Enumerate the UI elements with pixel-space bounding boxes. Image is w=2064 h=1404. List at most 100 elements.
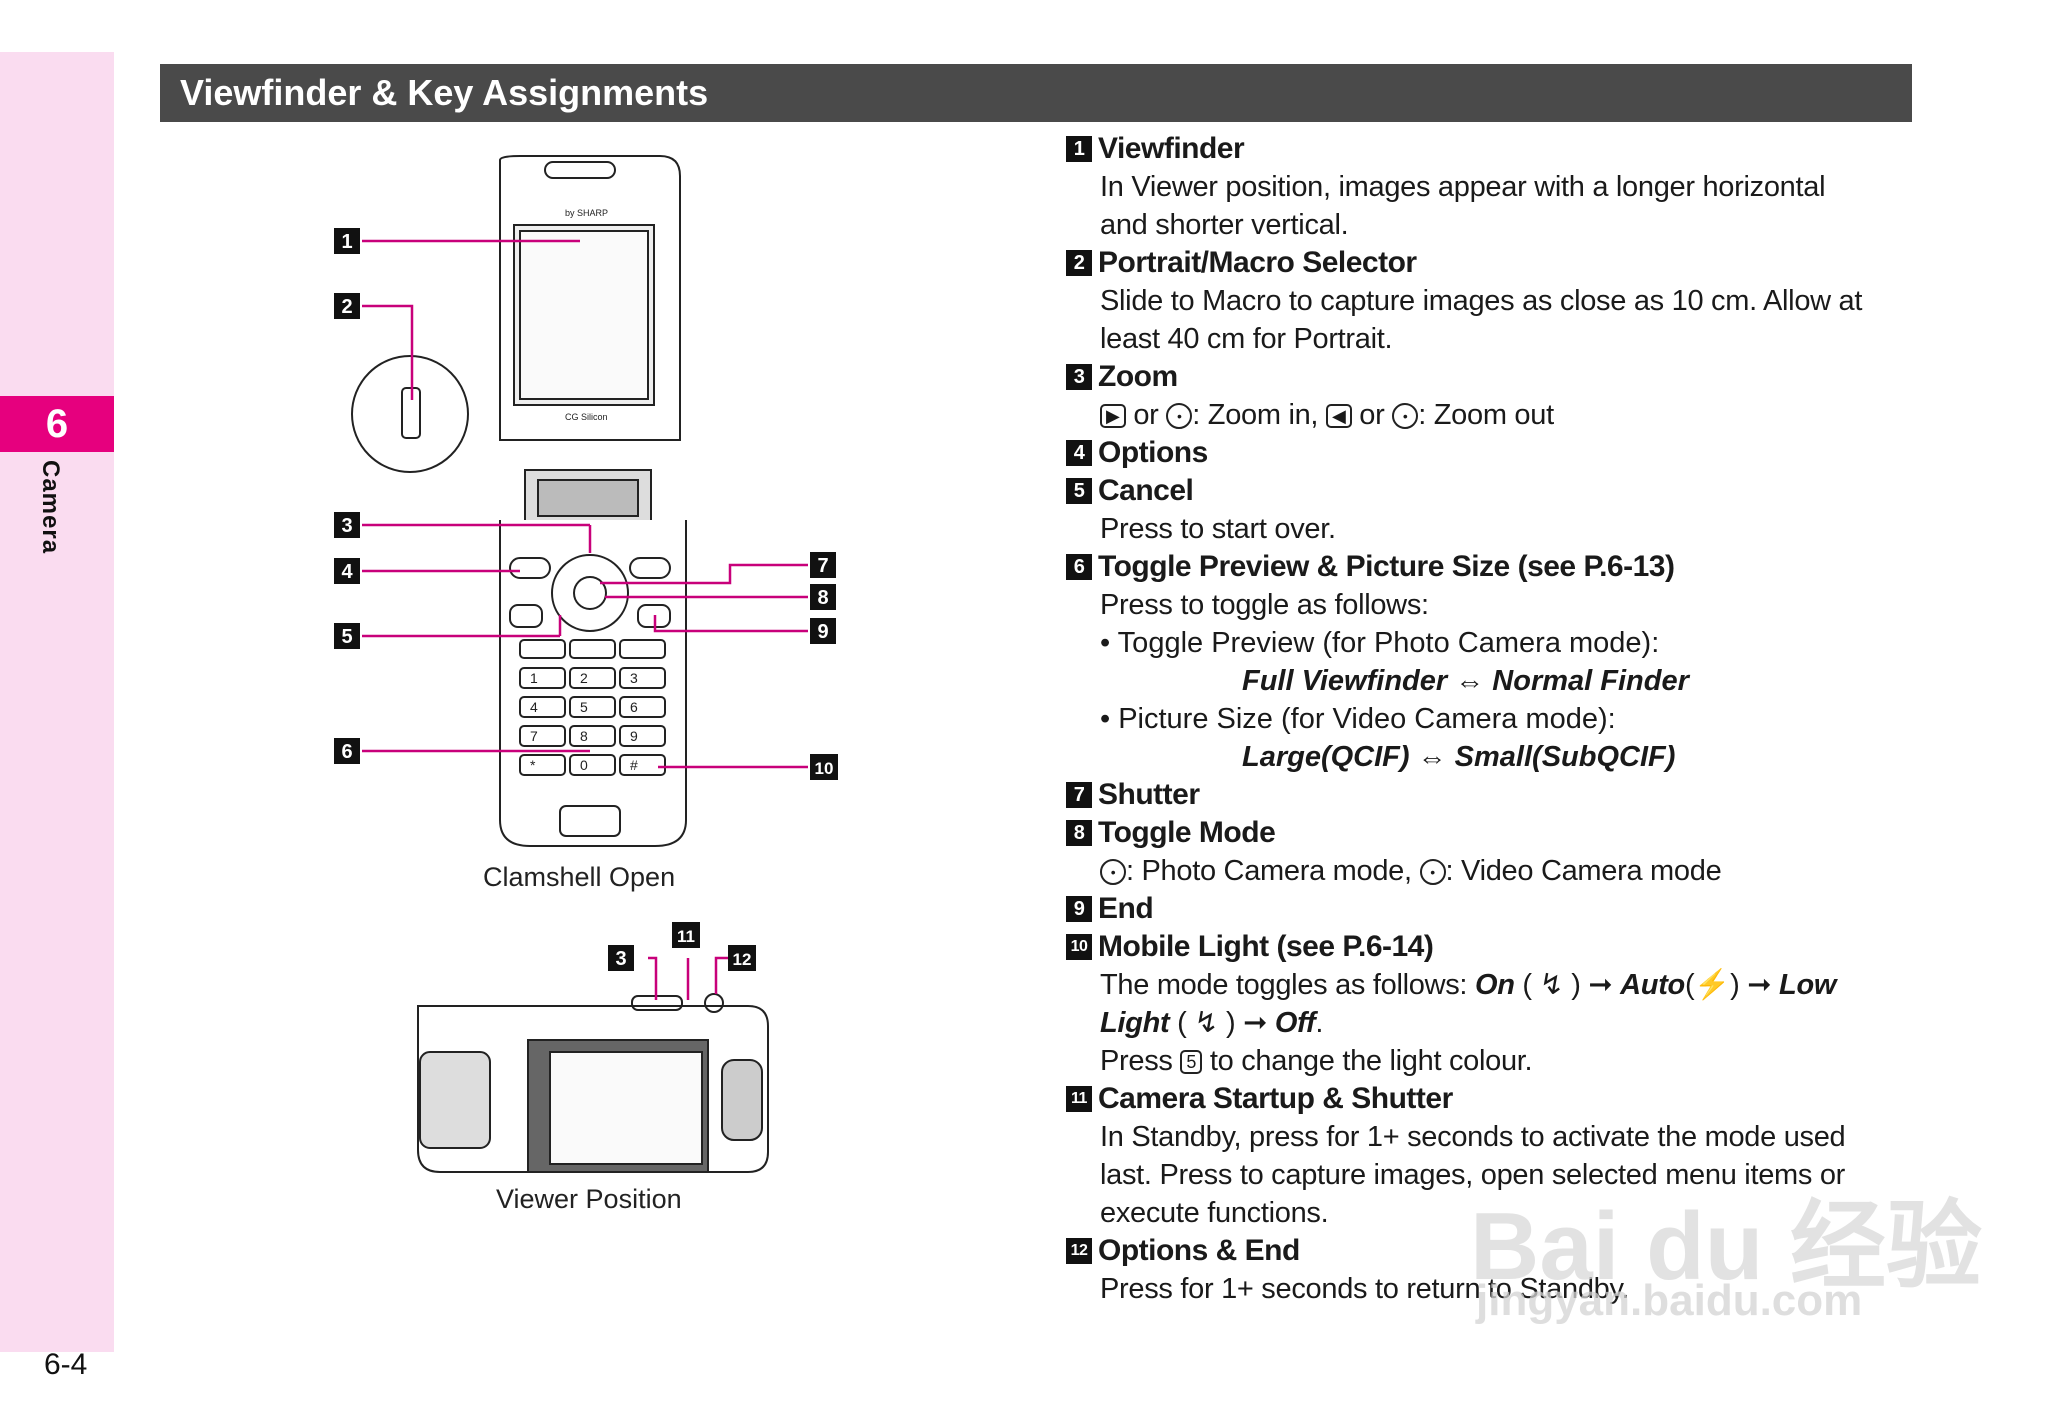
light-colour-desc: Press 5 to change the light colour. (1066, 1042, 1926, 1080)
callout-1-label: 1 (341, 231, 352, 253)
left-key-icon: ◀ (1325, 404, 1352, 429)
phone-key-hash: # (630, 757, 638, 773)
phone-key-1: 1 (530, 670, 538, 686)
item-number: 6 (1066, 554, 1092, 580)
callout-10: 10 (810, 754, 838, 780)
callout-markers: 1 2 3 4 5 6 7 8 9 10 3 11 12 (334, 228, 838, 971)
item-desc: Slide to Macro to capture images as clos… (1100, 285, 1863, 317)
photo-mode-text: : Photo Camera mode, (1126, 855, 1412, 887)
callout-2: 2 (334, 293, 360, 319)
callout-3-viewer-label: 3 (615, 948, 626, 970)
item-title: Options (1098, 436, 1208, 469)
item-desc: execute functions. (1100, 1197, 1329, 1229)
toggle-preview-options: Full Viewfinder ⇔ Normal Finder (1242, 665, 1689, 697)
phone-key-4: 4 (530, 699, 538, 715)
item-title: Toggle Mode (1098, 816, 1276, 849)
clamshell-phone-illustration (351, 155, 687, 847)
item-number: 7 (1066, 782, 1092, 808)
callout-3: 3 (334, 512, 360, 538)
item-title: Shutter (1098, 778, 1200, 811)
item-number: 4 (1066, 440, 1092, 466)
item-desc: Press to toggle as follows: (1100, 589, 1429, 621)
item-number: 5 (1066, 478, 1092, 504)
light-press: Press (1100, 1045, 1173, 1077)
zoom-or-1: or (1133, 399, 1159, 431)
page-number: 6-4 (44, 1348, 88, 1381)
callout-9-label: 9 (817, 621, 828, 643)
callout-4-label: 4 (341, 561, 353, 583)
item-title: Zoom (1098, 360, 1178, 393)
page-title: Viewfinder & Key Assignments (160, 64, 1912, 122)
callout-11-label: 11 (677, 927, 695, 946)
item-number: 11 (1066, 1086, 1092, 1112)
callout-3-label: 3 (341, 515, 352, 537)
callout-7-label: 7 (817, 555, 828, 577)
zoom-out-text: : Zoom out (1418, 399, 1554, 431)
callout-12: 12 (728, 945, 756, 971)
item-desc: Press for 1+ seconds to return to Standb… (1100, 1273, 1630, 1305)
item-desc: Press to start over. (1100, 513, 1336, 545)
phone-key-8: 8 (580, 728, 588, 744)
item-desc: least 40 cm for Portrait. (1100, 323, 1393, 355)
light-toggle-desc: The mode toggles as follows: On ( ↯ ) ➞ … (1100, 969, 1837, 1001)
caption-viewer-position: Viewer Position (496, 1184, 682, 1214)
light-on-icon: ↯ (1539, 969, 1564, 1001)
caption-clamshell-open: Clamshell Open (483, 862, 676, 892)
item-title: Viewfinder (1098, 132, 1245, 165)
picture-size-options: Large(QCIF) ⇔ Small(SubQCIF) (1242, 741, 1676, 773)
item-number: 10 (1066, 934, 1092, 960)
light-light: Light (1100, 1007, 1170, 1039)
item-title: Portrait/Macro Selector (1098, 246, 1417, 279)
phone-key-9: 9 (630, 728, 638, 744)
light-low: Low (1779, 969, 1837, 1001)
item-number: 3 (1066, 364, 1092, 390)
item-title: Options & End (1098, 1234, 1300, 1267)
callout-8: 8 (810, 584, 836, 610)
phone-key-0: 0 (580, 757, 588, 773)
mode-desc: •: Photo Camera mode, •: Video Camera mo… (1066, 852, 1926, 890)
callout-5-label: 5 (341, 626, 352, 648)
light-auto-icon: ⚡ (1694, 969, 1731, 1001)
item-number: 8 (1066, 820, 1092, 846)
item-desc: In Viewer position, images appear with a… (1100, 171, 1826, 203)
phone-key-5: 5 (580, 699, 588, 715)
light-low-icon: ↯ (1194, 1007, 1219, 1039)
bullet-picture-size: • Picture Size (for Video Camera mode): (1100, 703, 1616, 735)
callout-9: 9 (810, 618, 836, 644)
light-on: On (1474, 969, 1515, 1001)
callout-leaders (362, 239, 808, 1000)
phone-key-3: 3 (630, 670, 638, 686)
right-key-icon: ▶ (1100, 404, 1126, 429)
phone-key-2: 2 (580, 670, 588, 686)
light-auto: Auto (1620, 969, 1685, 1001)
phone-display-text: CG Silicon (565, 412, 608, 422)
item-title: Toggle Preview & Picture Size (see P.6-1… (1098, 550, 1675, 583)
light-off: Off (1274, 1007, 1316, 1039)
phone-brand-text: by SHARP (565, 208, 608, 218)
phone-key-star: * (530, 757, 536, 773)
callout-11: 11 (672, 922, 700, 948)
zoom-in-text: : Zoom in, (1192, 399, 1319, 431)
nav-left-icon: • (1100, 859, 1126, 886)
item-number: 12 (1066, 1238, 1092, 1264)
chapter-number-tab: 6 (0, 396, 114, 452)
item-title: Cancel (1098, 474, 1194, 507)
item-title: Mobile Light (see P.6-14) (1098, 930, 1434, 963)
item-desc: In Standby, press for 1+ seconds to acti… (1100, 1121, 1846, 1153)
callout-6: 6 (334, 738, 360, 764)
baidu-watermark-logo: Bai du 经验 (1470, 1193, 1983, 1300)
phone-key-6: 6 (630, 699, 638, 715)
item-desc: and shorter vertical. (1100, 209, 1349, 241)
item-number: 1 (1066, 136, 1092, 162)
callout-4: 4 (334, 558, 360, 584)
zoom-desc: ▶ or •: Zoom in, ◀ or •: Zoom out (1066, 396, 1926, 434)
